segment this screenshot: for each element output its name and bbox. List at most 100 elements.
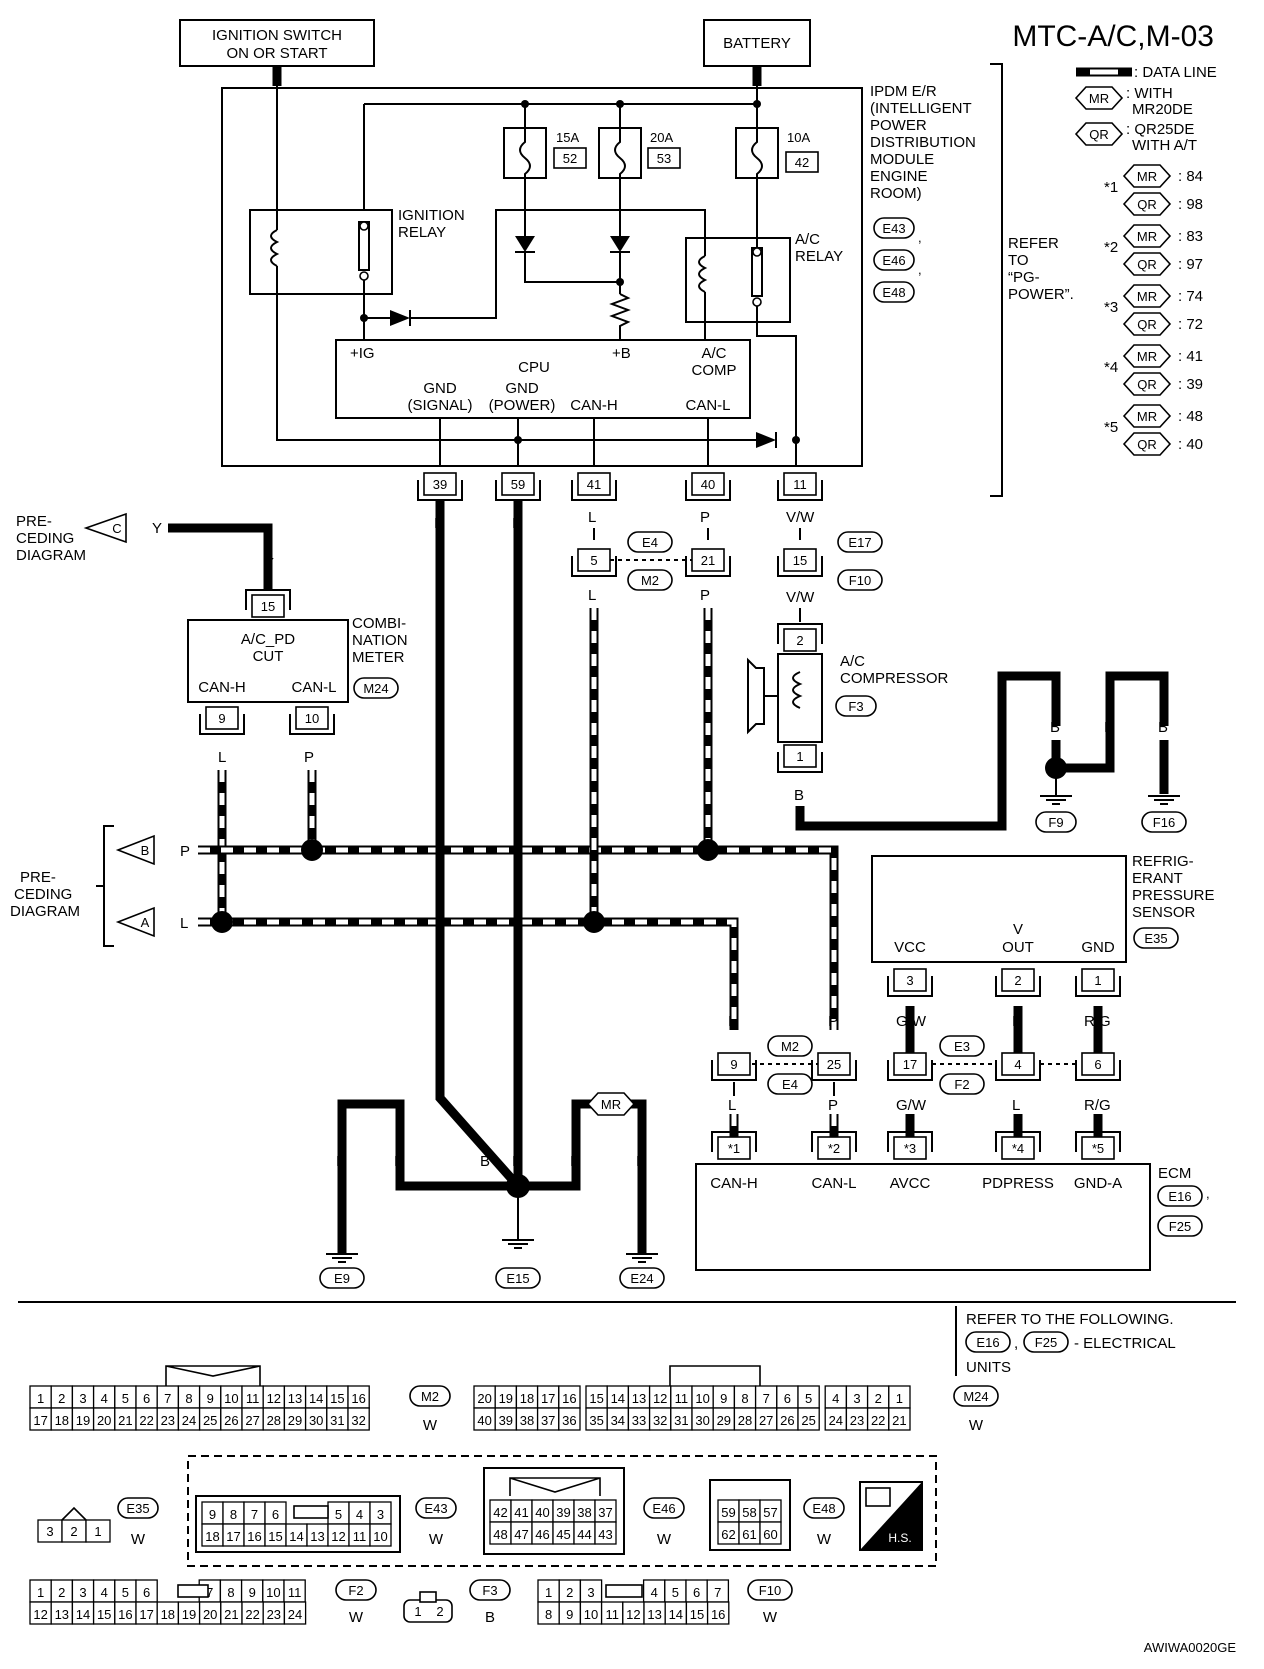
svg-text:M24: M24: [363, 681, 388, 696]
svg-text:UNITS: UNITS: [966, 1359, 1011, 1376]
cavity: 2: [875, 1391, 882, 1406]
cavity: 6: [784, 1391, 791, 1406]
cavity: 47: [514, 1527, 528, 1542]
cavity: 26: [780, 1413, 794, 1428]
svg-text:C: C: [112, 521, 121, 536]
svg-text:F25: F25: [1169, 1219, 1191, 1234]
svg-text:PDPRESS: PDPRESS: [982, 1175, 1054, 1192]
svg-text:MR20DE: MR20DE: [1132, 101, 1193, 118]
ground-f16: F16: [1141, 795, 1187, 833]
cavity: 44: [577, 1527, 591, 1542]
svg-text:B: B: [1104, 719, 1114, 736]
mr-tag: MR: [1137, 169, 1157, 184]
cavity: 40: [535, 1505, 549, 1520]
svg-text:RELAY: RELAY: [398, 224, 446, 241]
cavity: 18: [520, 1391, 534, 1406]
cavity: 41: [514, 1505, 528, 1520]
svg-text:E3: E3: [954, 1039, 970, 1054]
cavity: 31: [674, 1413, 688, 1428]
cavity: 5: [335, 1507, 342, 1522]
cavity: 15: [690, 1607, 704, 1622]
cavity: 13: [647, 1607, 661, 1622]
connector-tag: M2: [421, 1389, 439, 1404]
cavity: 26: [224, 1413, 238, 1428]
qr-value: : 39: [1178, 376, 1203, 393]
meter-pin-10-num: 10: [305, 711, 319, 726]
cavity: 7: [251, 1507, 258, 1522]
svg-text:F9: F9: [1048, 815, 1063, 830]
svg-text:E35: E35: [1144, 931, 1167, 946]
svg-text:DIAGRAM: DIAGRAM: [16, 547, 86, 564]
cavity: 3: [853, 1391, 860, 1406]
cavity: 4: [651, 1585, 658, 1600]
svg-text:E4: E4: [642, 535, 658, 550]
mr-value: : 48: [1178, 408, 1203, 425]
cavity: 30: [309, 1413, 323, 1428]
cavity: 8: [227, 1585, 234, 1600]
qr-value: : 40: [1178, 436, 1203, 453]
qr-tag: QR: [1137, 377, 1157, 392]
ignition-relay: IGNITION RELAY: [249, 207, 465, 295]
can-l-bus: [198, 845, 839, 1030]
cavity: 8: [741, 1391, 748, 1406]
refer-pg-power: REFER TO “PG- POWER”.: [1008, 235, 1074, 303]
cavity: 18: [55, 1413, 69, 1428]
svg-text:PRE-: PRE-: [20, 869, 56, 886]
svg-text:CAN-L: CAN-L: [811, 1175, 856, 1192]
cavity: 9: [720, 1391, 727, 1406]
svg-text:ERANT: ERANT: [1132, 870, 1183, 887]
cavity: 8: [185, 1391, 192, 1406]
cavity: 14: [309, 1391, 323, 1406]
cavity: 1: [896, 1391, 903, 1406]
star-label: *3: [1104, 299, 1118, 316]
cavity: 20: [97, 1413, 111, 1428]
cavity: 8: [545, 1607, 552, 1622]
cavity: 15: [97, 1607, 111, 1622]
cavity: 14: [289, 1529, 303, 1544]
svg-text:V/W: V/W: [786, 509, 815, 526]
svg-text:F3: F3: [848, 699, 863, 714]
cavity: 17: [139, 1607, 153, 1622]
cavity: 58: [742, 1505, 756, 1520]
svg-text:P: P: [828, 1097, 838, 1114]
qr-tag: QR: [1137, 317, 1157, 332]
svg-text:B: B: [512, 1153, 522, 1170]
cavity: 21: [892, 1413, 906, 1428]
svg-text:IGNITION: IGNITION: [398, 207, 465, 224]
cavity: 60: [763, 1527, 777, 1542]
svg-text:MR: MR: [1089, 91, 1109, 106]
cavity: 20: [203, 1607, 217, 1622]
cavity: 4: [356, 1507, 363, 1522]
svg-text:(POWER): (POWER): [489, 397, 556, 414]
cavity: 19: [76, 1413, 90, 1428]
svg-text:,: ,: [918, 262, 922, 277]
cavity: 3: [46, 1524, 53, 1539]
svg-text:,: ,: [1014, 1335, 1018, 1352]
cavity: 14: [669, 1607, 683, 1622]
cavity: 1: [37, 1585, 44, 1600]
cavity: 2: [58, 1391, 65, 1406]
svg-text:F2: F2: [954, 1077, 969, 1092]
svg-text:CAN-H: CAN-H: [710, 1175, 758, 1192]
cavity: 11: [353, 1529, 367, 1544]
svg-text:REFRIG-: REFRIG-: [1132, 853, 1194, 870]
joint-pin-6-num: 6: [1094, 1057, 1101, 1072]
cavity: 22: [245, 1607, 259, 1622]
ground-f9: F9: [1035, 795, 1077, 833]
svg-text:+B: +B: [612, 345, 631, 362]
connector-tag: E43: [424, 1501, 447, 1516]
cavity: 16: [247, 1529, 261, 1544]
connector-color: W: [969, 1417, 984, 1434]
refrigerant-pressure-sensor: VCC V OUT GND REFRIG- ERANT PRESSURE SEN…: [871, 853, 1215, 963]
cavity: 18: [205, 1529, 219, 1544]
cavity: 3: [79, 1585, 86, 1600]
cavity: 28: [267, 1413, 281, 1428]
cavity: 34: [611, 1413, 625, 1428]
sensor-pin-1-num: 1: [1094, 973, 1101, 988]
cavity: 22: [871, 1413, 885, 1428]
svg-text:L: L: [728, 1097, 736, 1114]
connector-tag: F2: [348, 1583, 363, 1598]
